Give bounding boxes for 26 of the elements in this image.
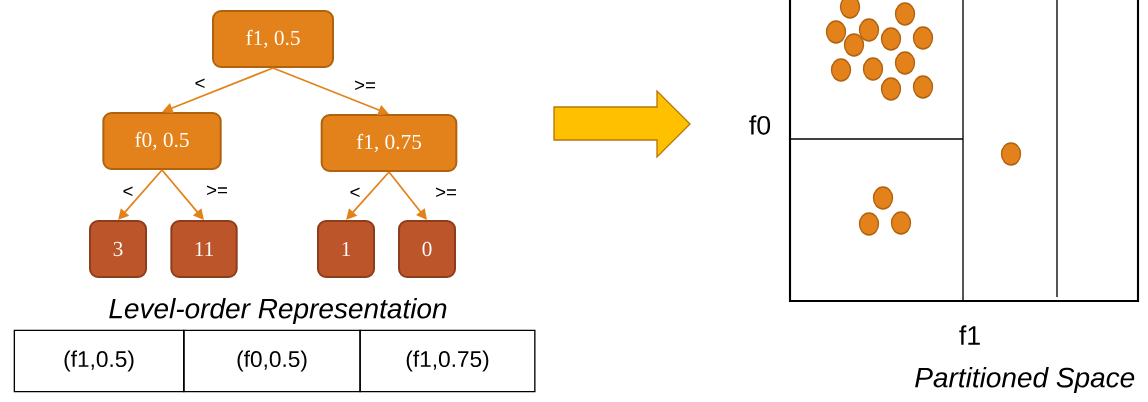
leaf-box: 1 — [317, 220, 375, 278]
edge-label: < — [121, 185, 135, 199]
leaf-box: 3 — [89, 220, 147, 278]
arrow — [272, 67, 389, 116]
arrow — [346, 171, 390, 220]
axis-label: f1 — [959, 325, 980, 345]
table-cell: (f1,0.5) — [13, 329, 185, 393]
split-box: f0, 0.5 — [102, 112, 222, 170]
caption: Level-order Representation — [109, 297, 447, 325]
split-box: f1, 0.5 — [212, 10, 334, 68]
caption: Partitioned Space — [915, 366, 1135, 394]
arrow — [388, 171, 427, 220]
edge-label: >= — [204, 184, 230, 198]
arrow — [162, 67, 274, 114]
arrow — [161, 169, 204, 220]
edge-label: < — [193, 77, 207, 91]
axis-label: f0 — [749, 115, 771, 135]
edge-label: < — [348, 186, 362, 200]
edge-label: >= — [433, 186, 459, 200]
split-box: f1, 0.75 — [320, 114, 458, 172]
table-cell: (f1,0.75) — [359, 329, 536, 393]
leaf-box: 0 — [398, 220, 456, 278]
table-cell: (f0,0.5) — [183, 329, 361, 393]
leaf-box: 11 — [170, 220, 238, 278]
arrow — [118, 169, 163, 220]
edge-label: >= — [352, 79, 378, 93]
